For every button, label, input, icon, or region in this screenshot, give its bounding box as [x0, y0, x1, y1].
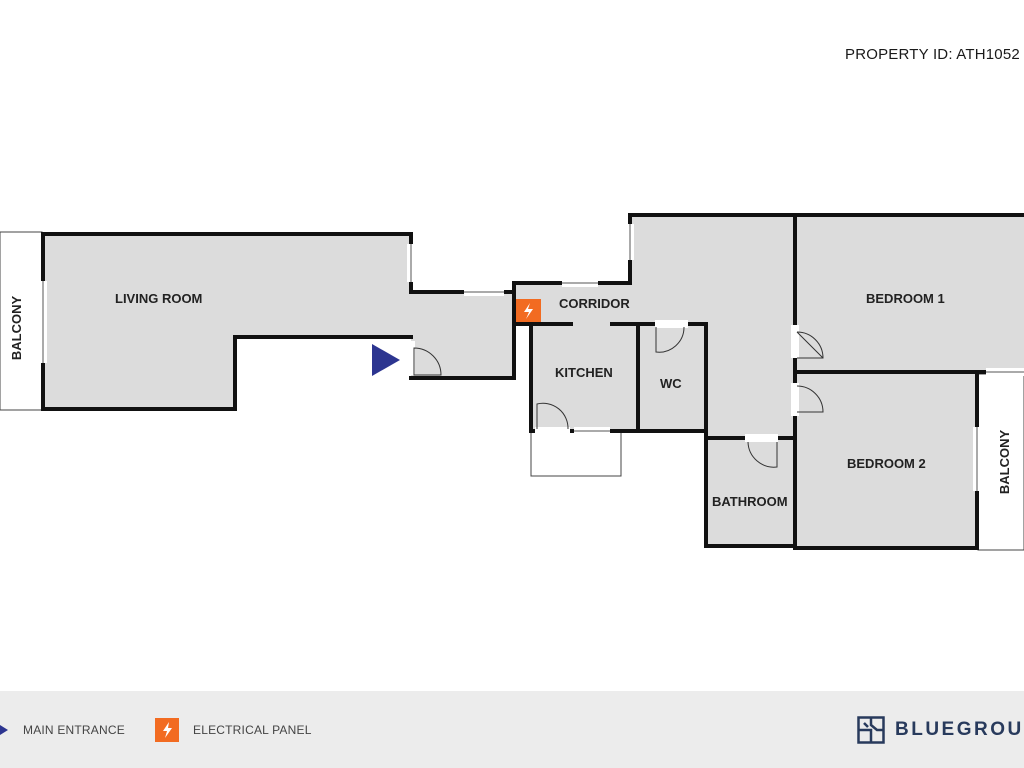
brand-name: BLUEGROUN [895, 718, 1024, 740]
label-wc: WC [660, 376, 682, 391]
legend-electrical-panel: ELECTRICAL PANEL [155, 691, 312, 768]
door-gap-entrance [407, 341, 415, 375]
kitchen-floor [531, 324, 638, 431]
kitchen-ledge [530, 430, 622, 477]
legend-main-entrance-label: MAIN ENTRANCE [23, 722, 125, 737]
brand-logo: BLUEGROUN [857, 691, 1024, 768]
bluehound-logo-icon [857, 715, 885, 744]
living-room-floor [43, 234, 514, 409]
property-id: PROPERTY ID: ATH1052 [845, 46, 1020, 63]
balcony-left [0, 231, 43, 411]
door-swing-kitchen [536, 402, 569, 430]
door-swing-bedroom-2 [796, 385, 824, 413]
door-swing-bedroom-1 [796, 331, 824, 359]
door-swing-entrance [413, 347, 442, 376]
bedroom-2-floor [795, 374, 977, 548]
lightning-bolt-icon [155, 717, 179, 742]
label-corridor: CORRIDOR [559, 296, 630, 311]
door-swings [413, 326, 824, 468]
wc-floor [638, 324, 705, 430]
electrical-panel-icon [516, 299, 541, 322]
door-swing-bathroom [747, 441, 778, 468]
bedroom-1-floor [795, 215, 1024, 372]
triangle-right-icon [0, 724, 8, 735]
legend-main-entrance: MAIN ENTRANCE [0, 691, 125, 768]
door-gap-bedroom-1 [791, 325, 799, 358]
legend-bar: MAIN ENTRANCE ELECTRICAL PANEL BLUEGROUN [0, 691, 1024, 768]
label-balcony-left: BALCONY [9, 296, 24, 361]
bathroom-floor [706, 438, 795, 546]
label-balcony-right: BALCONY [997, 430, 1012, 495]
corridor-walls [512, 213, 1024, 294]
balcony-right [977, 373, 1024, 551]
label-bedroom-2: BEDROOM 2 [847, 456, 926, 471]
floor-plan: LIVING ROOM BALCONY CORRIDOR KITCHEN WC … [0, 213, 1024, 551]
entrance-marker-icon [372, 344, 400, 376]
door-gap-bathroom [745, 434, 778, 442]
hall-floor [630, 215, 795, 438]
label-bedroom-1: BEDROOM 1 [866, 291, 945, 306]
door-gap-kitchen [535, 427, 570, 435]
living-room-walls [41, 232, 516, 380]
floor-fills [43, 215, 1024, 548]
legend-electrical-panel-label: ELECTRICAL PANEL [193, 722, 312, 737]
balconies [0, 231, 1024, 551]
label-living-room: LIVING ROOM [115, 291, 202, 306]
door-swing-wc [655, 326, 685, 353]
door-gap-bedroom-2 [791, 383, 799, 416]
window-lines [42, 224, 1024, 491]
door-gap-wc [655, 320, 688, 328]
label-bathroom: BATHROOM [712, 494, 788, 509]
label-kitchen: KITCHEN [555, 365, 613, 380]
